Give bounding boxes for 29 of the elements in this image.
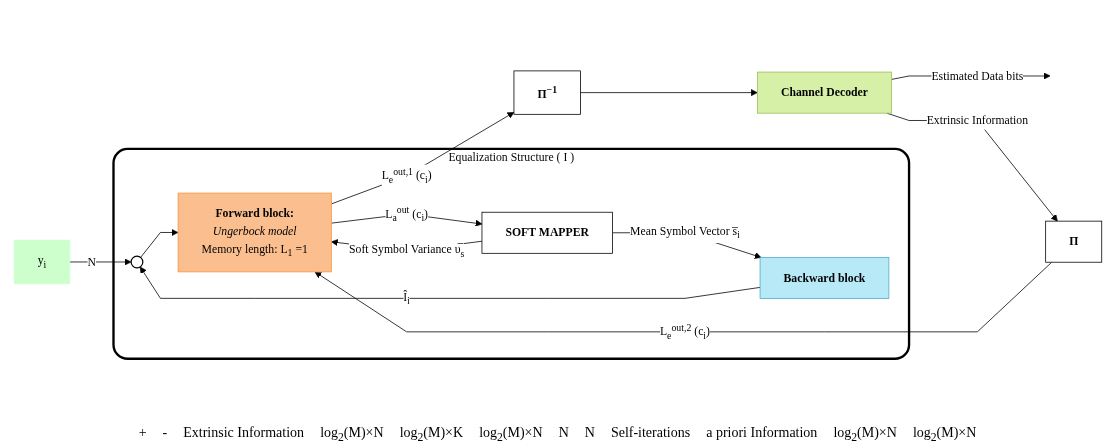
edge-label: Soft Symbol Variance υ̅$_{s}$ [348, 243, 464, 259]
signal-label: N [558, 425, 569, 443]
edge-label: Estimated Data bits [930, 69, 1023, 83]
node-box: Π [1044, 220, 1102, 263]
signal-label: log$_{2}$(M)×N [479, 425, 543, 444]
node-box: Forward block: Ungerbock model Memory length: L$_{1}$ =1 [177, 192, 332, 273]
signal-label: + [138, 425, 147, 443]
node-box: SOFT MAPPER [481, 211, 613, 254]
edge-label: Î$_{i}$ [402, 290, 410, 307]
signal-label: N [584, 425, 595, 443]
edge-label: Mean Symbol Vector s̅$_{i}$ [629, 225, 740, 241]
node-box: Backward block [759, 257, 889, 300]
edge-label: N [86, 255, 96, 269]
signal-label: log$_{2}$(M)×N [912, 425, 977, 444]
node-box: Π$^{−1}$ [513, 70, 581, 115]
node-box: y$_{i}$ [13, 239, 70, 285]
edge-label: L$_{e}$$^{out,1}$ (c$_{i}$) [381, 166, 432, 186]
edge-label: Extrinsic Information [926, 114, 1028, 127]
edge-label: L$_{a}$$^{out}$ (c$_{i}$) [384, 204, 428, 224]
signal-label: a priori Information [706, 425, 818, 443]
edge-label: L$_{e}$$^{out,2}$ (c$_{i}$) [659, 322, 710, 342]
signal-label: Self-iterations [610, 425, 691, 443]
signal-label: log$_{2}$(M)×N [320, 425, 384, 444]
signal-label: Extrinsic Information [183, 425, 305, 443]
signal-label: - [162, 425, 168, 443]
signal-label: log$_{2}$(M)×K [399, 425, 464, 444]
signal-label: log$_{2}$(M)×N [833, 425, 897, 444]
node-circle [130, 255, 143, 269]
node-box: Channel Decoder [756, 71, 892, 114]
